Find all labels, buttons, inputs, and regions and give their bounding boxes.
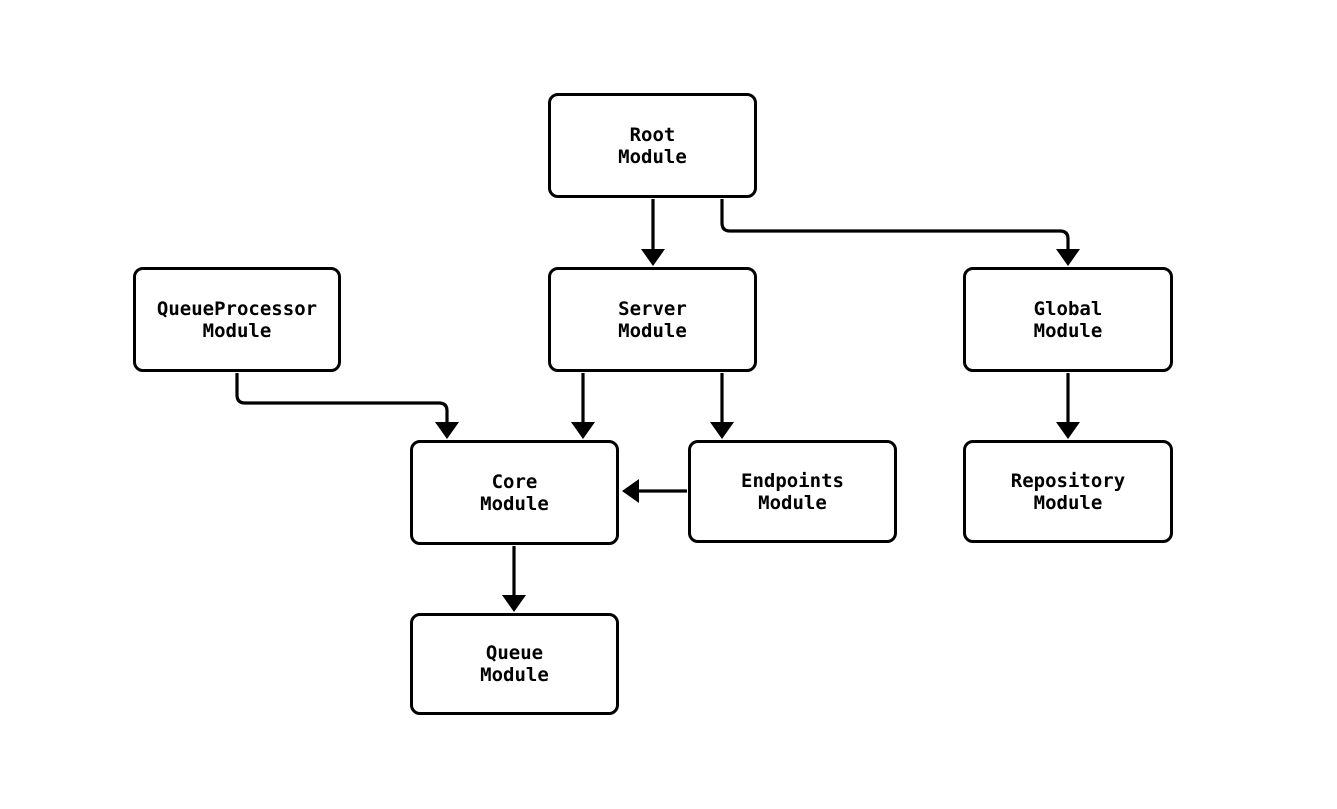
node-label-line: Server (618, 297, 687, 320)
node-label-line: Module (202, 319, 272, 342)
node-label-line: Module (618, 319, 687, 342)
node-root-module: Root Module (548, 93, 757, 198)
arrowhead-icon (641, 249, 665, 266)
node-label-line: Core (491, 470, 538, 493)
arrowhead-icon (622, 479, 639, 503)
arrowhead-icon (435, 422, 459, 439)
node-core-module: Core Module (410, 440, 619, 545)
edge-root-to-server (641, 199, 665, 266)
arrowhead-icon (1056, 249, 1080, 266)
node-repository-module: Repository Module (963, 440, 1173, 543)
node-queue-module: Queue Module (410, 613, 619, 715)
edge-global-to-repository (1056, 373, 1080, 439)
edge-queueprocessor-to-core (235, 373, 459, 439)
node-label-line: Global (1033, 297, 1103, 320)
arrowhead-icon (502, 595, 526, 612)
arrowhead-icon (710, 422, 734, 439)
arrowhead-icon (571, 422, 595, 439)
edge-root-to-global (720, 199, 1080, 266)
edge-server-to-endpoints (710, 373, 734, 439)
node-label-line: Module (480, 492, 549, 515)
node-label-line: Endpoints (741, 469, 844, 492)
edge-core-to-queue (502, 546, 526, 612)
node-label-line: Module (758, 491, 827, 514)
node-label-line: QueueProcessor (156, 297, 318, 320)
node-server-module: Server Module (548, 267, 757, 372)
node-label-line: Module (618, 145, 687, 168)
node-label-line: Module (480, 664, 549, 686)
node-endpoints-module: Endpoints Module (688, 440, 897, 543)
node-label-line: Module (1033, 491, 1103, 514)
node-label-line: Module (1033, 319, 1103, 342)
arrowhead-icon (1056, 422, 1080, 439)
node-queueprocessor-module: QueueProcessor Module (133, 267, 341, 372)
edge-endpoints-to-core (622, 479, 687, 503)
node-label-line: Repository (1010, 469, 1126, 492)
edge-server-to-core (571, 373, 595, 439)
node-label-line: Queue (485, 642, 544, 664)
node-label-line: Root (629, 123, 676, 146)
node-global-module: Global Module (963, 267, 1173, 372)
